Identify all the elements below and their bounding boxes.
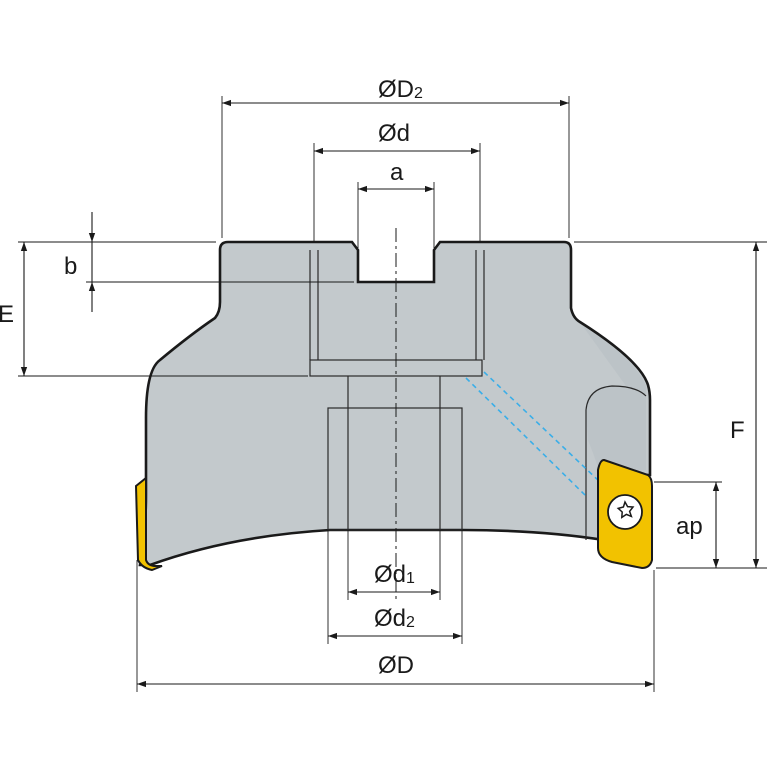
label-D: ØD	[378, 652, 414, 679]
label-E: E	[0, 301, 14, 328]
label-d2-sub: 2	[406, 614, 415, 631]
dimension-d1: Ød1	[347, 530, 441, 600]
svg-text:Ød1: Ød1	[374, 561, 415, 588]
label-d2: Ød	[374, 605, 406, 632]
label-d: Ød	[378, 120, 410, 147]
label-D2: ØD	[378, 76, 414, 103]
dimension-b: b	[64, 212, 354, 312]
dimension-a: a	[357, 159, 435, 248]
label-D2-sub: 2	[414, 85, 423, 102]
left-insert	[134, 475, 163, 572]
svg-text:Ød2: Ød2	[374, 605, 415, 632]
label-ap: ap	[676, 513, 703, 540]
coolant-channel	[465, 371, 601, 497]
body-shading	[582, 325, 646, 505]
dimension-F: F	[574, 241, 767, 569]
dimension-d2: Ød2	[327, 530, 463, 644]
bore-lines	[309, 250, 485, 531]
dimension-D: ØD	[136, 560, 655, 692]
torx-screw-icon	[607, 494, 643, 530]
dimension-ap: ap	[654, 481, 722, 568]
label-a: a	[390, 159, 404, 186]
dimension-E: E	[0, 241, 308, 377]
cutter-body	[138, 240, 652, 567]
svg-text:ØD2: ØD2	[378, 76, 423, 103]
label-F: F	[730, 417, 745, 444]
dimension-d: Ød	[313, 120, 481, 242]
insert-pocket	[585, 385, 647, 540]
dimension-D2: ØD2	[221, 76, 570, 238]
label-b: b	[64, 253, 77, 280]
label-d1: Ød	[374, 561, 406, 588]
label-d1-sub: 1	[406, 570, 415, 587]
